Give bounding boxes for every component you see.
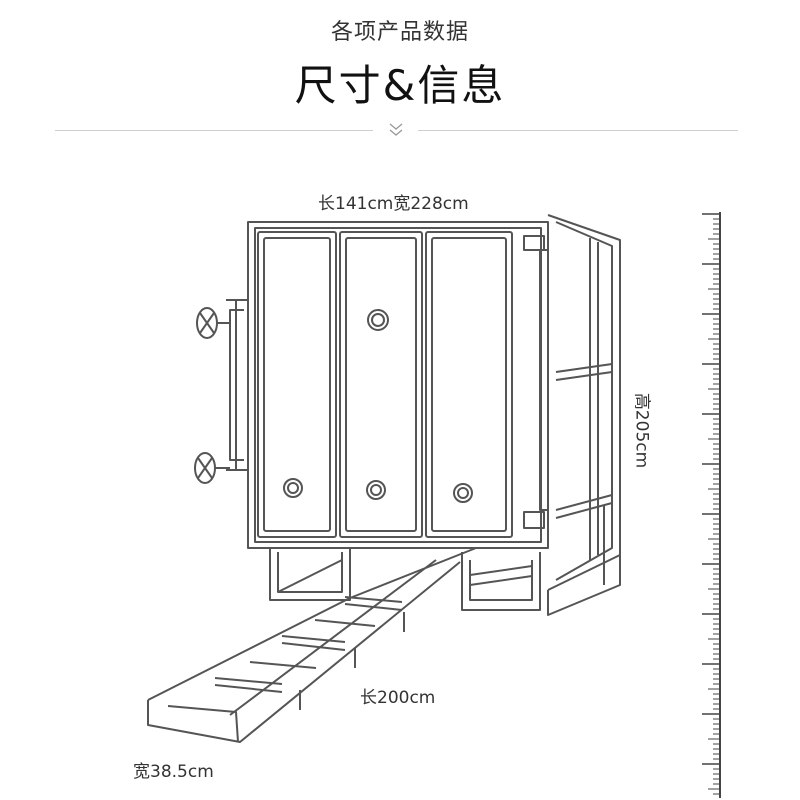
knob-left: [283, 478, 303, 498]
page-subtitle: 各项产品数据: [330, 20, 469, 45]
side-frame: [547, 214, 621, 616]
kiln-body: [247, 221, 549, 549]
handwheel-icon: [196, 307, 230, 339]
knob-right: [453, 483, 473, 503]
double-chevron-down-icon: [389, 123, 403, 136]
dimension-rail-length-label: 长200cm: [360, 688, 436, 708]
dimension-height-label: 高205cm: [631, 392, 652, 469]
track-rail: [147, 547, 477, 743]
dimension-top-label: 长141cm宽228cm: [318, 194, 469, 214]
base-frame: [269, 548, 541, 611]
hinge-bottom: [523, 511, 545, 529]
door-handle: [226, 299, 248, 471]
page-title: 尺寸&信息: [294, 61, 506, 110]
knob-middle-top: [367, 309, 389, 331]
handwheel-icon: [194, 452, 230, 484]
divider-left: [55, 130, 373, 131]
hinge-top: [523, 235, 549, 511]
door-panel-middle: [339, 231, 423, 538]
door-panel-right: [425, 231, 513, 538]
height-ruler-icon: [702, 212, 721, 798]
dimension-rail-width-label: 宽38.5cm: [133, 762, 214, 782]
divider-right: [418, 130, 738, 131]
knob-middle-bottom: [366, 480, 386, 500]
door-panel-left: [257, 231, 337, 538]
